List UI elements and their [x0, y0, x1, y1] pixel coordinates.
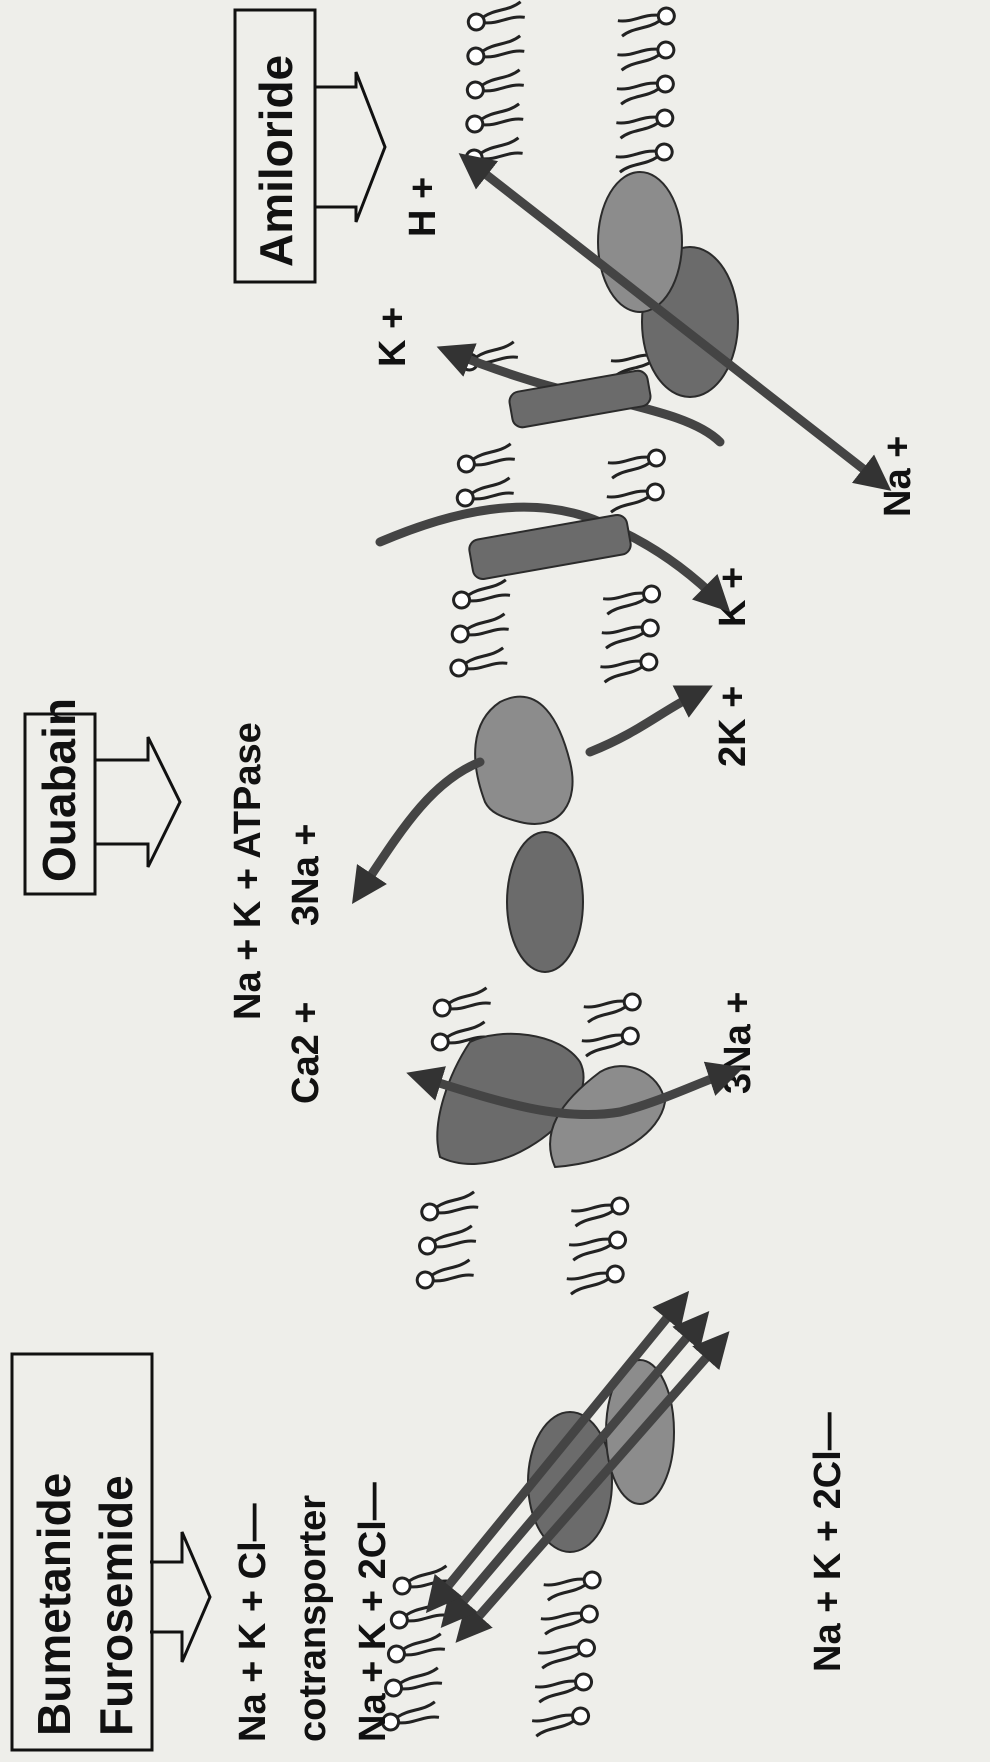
lipid-inner [600, 652, 658, 682]
nkcc-inside-label: Na + K + 2Cl— [807, 1412, 849, 1672]
lipid-inner [571, 1196, 629, 1226]
lipid-inner [582, 1026, 640, 1056]
lipid-inner [535, 1672, 593, 1702]
lipid-outer [449, 648, 507, 678]
lipid-inner [532, 1706, 590, 1736]
na-ca-exchanger [420, 1034, 730, 1167]
atpase-subunit-alpha [507, 832, 583, 972]
lipid-outer [455, 478, 513, 508]
lipid-inner [584, 992, 642, 1022]
lipid-outer [432, 988, 490, 1018]
lipid-outer [465, 104, 523, 134]
loop-diuretic-arrow [150, 1532, 210, 1662]
atpase-sodium-label: 3Na + [285, 824, 327, 926]
atpase-subunit-beta [475, 697, 572, 824]
lipid-outer [420, 1192, 478, 1222]
lipid-outer [390, 1600, 448, 1630]
lipid-inner [607, 482, 665, 512]
ncx-calcium-label: Ca2 + [285, 1002, 327, 1104]
lipid-inner [602, 618, 660, 648]
lipid-inner [538, 1638, 596, 1668]
lipid-outer [457, 444, 515, 474]
lipid-outer [466, 70, 524, 100]
lipid-inner [616, 108, 674, 138]
nkcc-label-line3: Na + K + 2Cl— [352, 1482, 394, 1742]
atpase-potassium-label: 2K + [712, 686, 754, 767]
lipid-inner [616, 142, 674, 172]
lipid-inner [608, 448, 666, 478]
furosemide-label: Furosemide [90, 1475, 142, 1736]
lipid-outer [387, 1634, 445, 1664]
nhe-sodium-label: Na + [877, 436, 919, 517]
nhe-proton-label: H + [402, 177, 444, 237]
nkcc-label-line1: Na + K + Cl— [232, 1503, 274, 1742]
loop-diuretic-box: Bumetanide Furosemide [12, 1354, 152, 1750]
lipid-inner [603, 584, 661, 614]
rotated-diagram: Bumetanide Furosemide Ouabain Amiloride … [12, 2, 919, 1750]
ouabain-box: Ouabain [25, 698, 95, 894]
atpase-sodium-arrow [360, 762, 480, 892]
lipid-outer [415, 1260, 473, 1290]
nkcc-cotransporter [435, 1302, 720, 1632]
na-k-atpase [360, 692, 700, 972]
lipid-inner [617, 74, 675, 104]
bumetanide-label: Bumetanide [28, 1473, 80, 1736]
ouabain-arrow [95, 737, 180, 867]
lipid-outer [466, 36, 524, 66]
lipid-outer [467, 2, 525, 32]
lipid-inner [569, 1230, 627, 1260]
atpase-potassium-arrow [590, 692, 700, 752]
k-channel-outside-label: K + [372, 307, 414, 367]
k-channel-protein-1 [468, 513, 633, 580]
lipid-outer [450, 614, 508, 644]
nkcc-label-line2: cotransporter [292, 1495, 334, 1742]
ouabain-label: Ouabain [33, 698, 85, 882]
lipid-inner [544, 1570, 602, 1600]
amiloride-label: Amiloride [250, 55, 302, 267]
lipid-inner [617, 40, 675, 70]
lipid-outer [418, 1226, 476, 1256]
lipid-outer [452, 580, 510, 610]
lipid-inner [618, 6, 676, 36]
na-h-exchanger [470, 162, 880, 482]
lipid-inner [541, 1604, 599, 1634]
lipid-inner [567, 1264, 625, 1294]
amiloride-arrow [315, 72, 385, 222]
atpase-name-label: Na + K + ATPase [227, 722, 269, 1020]
amiloride-box: Amiloride [235, 10, 315, 282]
